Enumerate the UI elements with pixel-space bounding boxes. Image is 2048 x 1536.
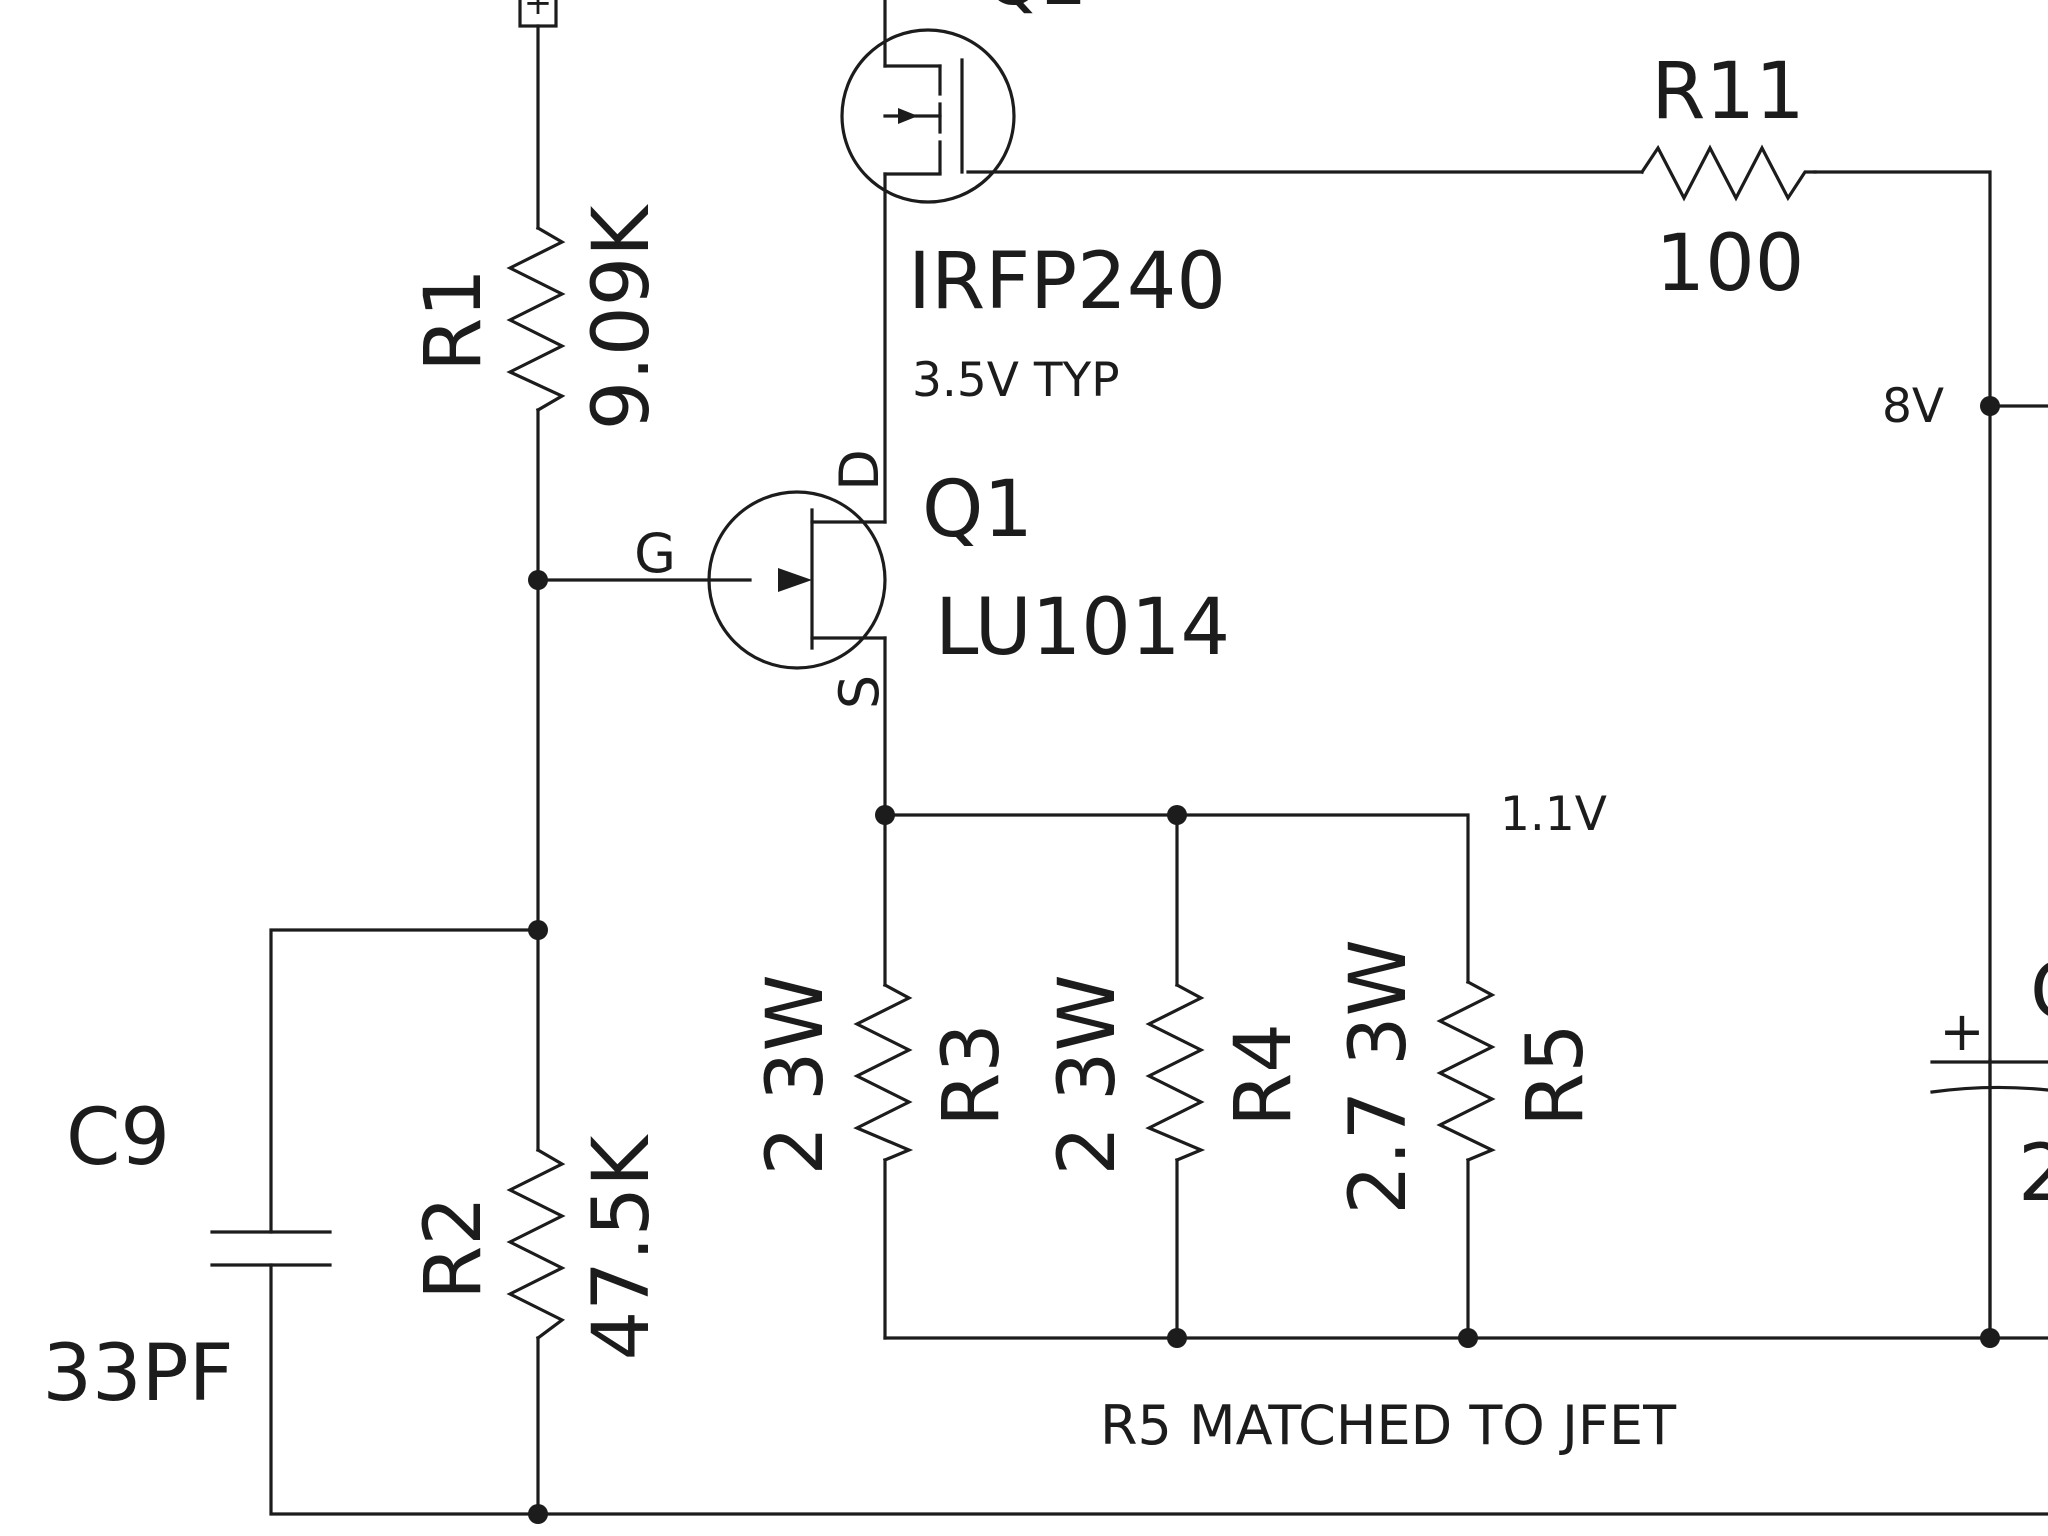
top-terminal-plus: + — [524, 0, 553, 23]
r2-resistor-symbol — [506, 1147, 566, 1341]
r3-ref-label: R3 — [927, 1023, 1017, 1127]
wire-c9-bottom — [269, 1263, 2048, 1516]
r4-resistor-symbol — [1145, 982, 1206, 1163]
node-8v-label: 8V — [1882, 379, 1944, 434]
r11-value-label: 100 — [1656, 219, 1805, 309]
r5-resistor-symbol — [1436, 979, 1496, 1163]
q1-ref-label: Q1 — [922, 465, 1033, 555]
q1-pin-g-label: G — [634, 522, 676, 585]
r2-ref-label: R2 — [409, 1196, 499, 1300]
r3-value-label: 2 3W — [751, 974, 841, 1175]
r4-ref-label: R4 — [1219, 1023, 1309, 1127]
junction-bottom-r5 — [1458, 1328, 1478, 1348]
wire-1v1-bus — [883, 813, 1470, 984]
wire-c9-top — [269, 928, 540, 1234]
junction-bottom-right — [1980, 1328, 2000, 1348]
r1-ref-label: R1 — [409, 268, 499, 372]
junction-8v — [1980, 396, 2000, 416]
junction-bottom-left — [528, 1504, 548, 1524]
q1-pin-d-label: D — [828, 449, 891, 491]
q2-part-label: IRFP240 — [908, 237, 1226, 327]
q2-note-label: 3.5V TYP — [912, 353, 1120, 408]
r3-resistor-symbol — [853, 982, 914, 1163]
cap-right-symbol — [1930, 1060, 2048, 1094]
r5-value-label: 2.7 3W — [1334, 939, 1424, 1215]
r11-resistor-symbol — [1639, 144, 1817, 202]
r11-ref-label: R11 — [1651, 47, 1804, 137]
r1-resistor-symbol — [506, 225, 566, 413]
q2-mosfet-symbol — [840, 28, 1016, 204]
matching-note-label: R5 MATCHED TO JFET — [1100, 1394, 1677, 1457]
junction-gate-node — [528, 570, 548, 590]
q1-pin-s-label: S — [828, 675, 891, 709]
r5-ref-label: R5 — [1511, 1023, 1601, 1127]
junction-c9-node — [528, 920, 548, 940]
r2-value-label: 47.5K — [577, 1134, 667, 1361]
junction-bottom-r4 — [1167, 1328, 1187, 1348]
c9-capacitor-symbol — [210, 1230, 332, 1267]
cap-right-ref-label: C — [2030, 947, 2048, 1037]
q1-jfet-symbol — [707, 490, 887, 670]
cap-right-value-label: 2 — [2018, 1129, 2048, 1219]
q2-ref-label: Q2 — [985, 0, 1087, 21]
c9-ref-label: C9 — [66, 1093, 170, 1183]
junction-1v1-left — [875, 805, 895, 825]
cap-right-plus-label: + — [1939, 1000, 1984, 1063]
node-1v1-label: 1.1V — [1500, 787, 1607, 842]
q1-part-label: LU1014 — [935, 583, 1230, 673]
c9-value-label: 33PF — [42, 1329, 233, 1419]
r4-value-label: 2 3W — [1043, 974, 1133, 1175]
r1-value-label: 9.09K — [577, 204, 667, 431]
junction-1v1-mid — [1167, 805, 1187, 825]
wire-r11-to-rail — [1813, 170, 1992, 1338]
junctions — [528, 396, 2000, 1524]
